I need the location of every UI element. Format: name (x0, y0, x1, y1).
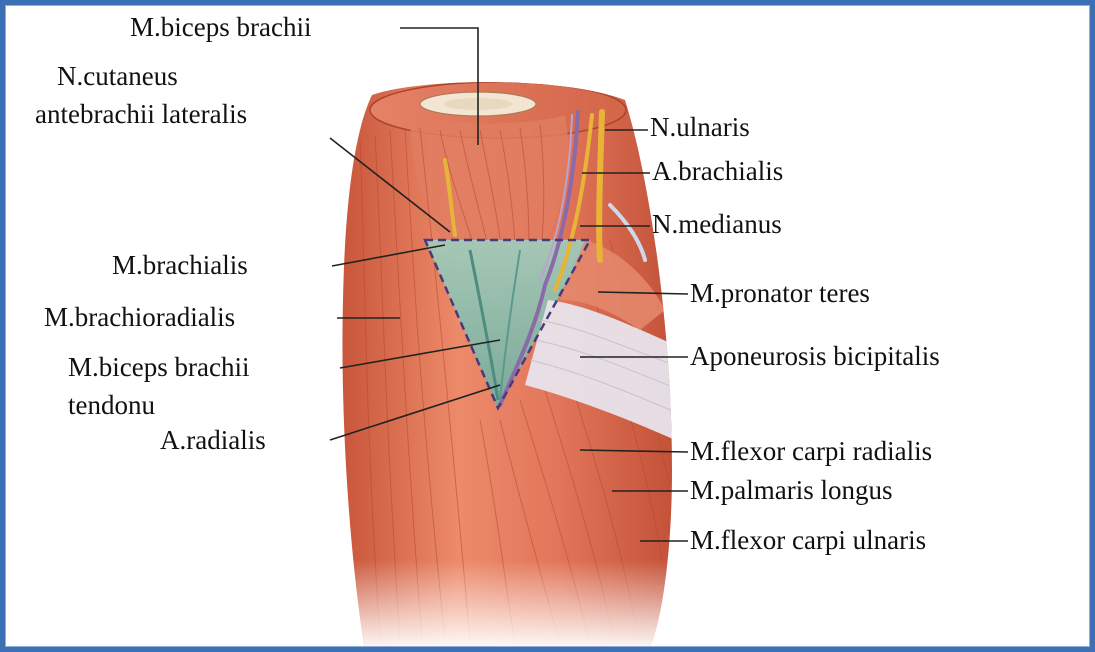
figure-page: M.biceps brachii N.cutaneus antebrachii … (0, 0, 1095, 652)
figure-frame (0, 0, 1095, 652)
